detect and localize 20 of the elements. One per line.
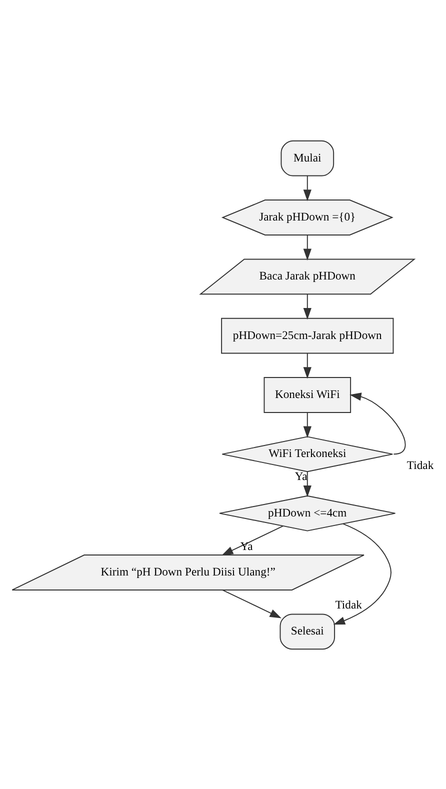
arrow [222,525,284,555]
edge-label: Tidak [406,458,434,472]
arrow [303,293,312,320]
node-box: Mulai [280,140,334,176]
node-box: Selesai [280,613,336,650]
node-box: Koneksi WiFi [264,376,352,412]
arrow [333,522,392,624]
arrow [303,234,312,260]
arrow [303,470,312,497]
arrow [222,589,282,618]
edge-label: Ya [240,539,253,552]
edge-label: Tidak [335,598,362,611]
node-box: pHDown=25cm-Jarak pHDown [221,317,394,354]
arrow [303,412,312,438]
edge-label: Ya [294,470,308,483]
arrow [350,392,406,454]
arrow [303,352,312,378]
node-diamond: pHDown <=4cm [219,494,396,531]
arrow [303,174,312,201]
node-diamond: WiFi Terkoneksi [222,436,394,472]
